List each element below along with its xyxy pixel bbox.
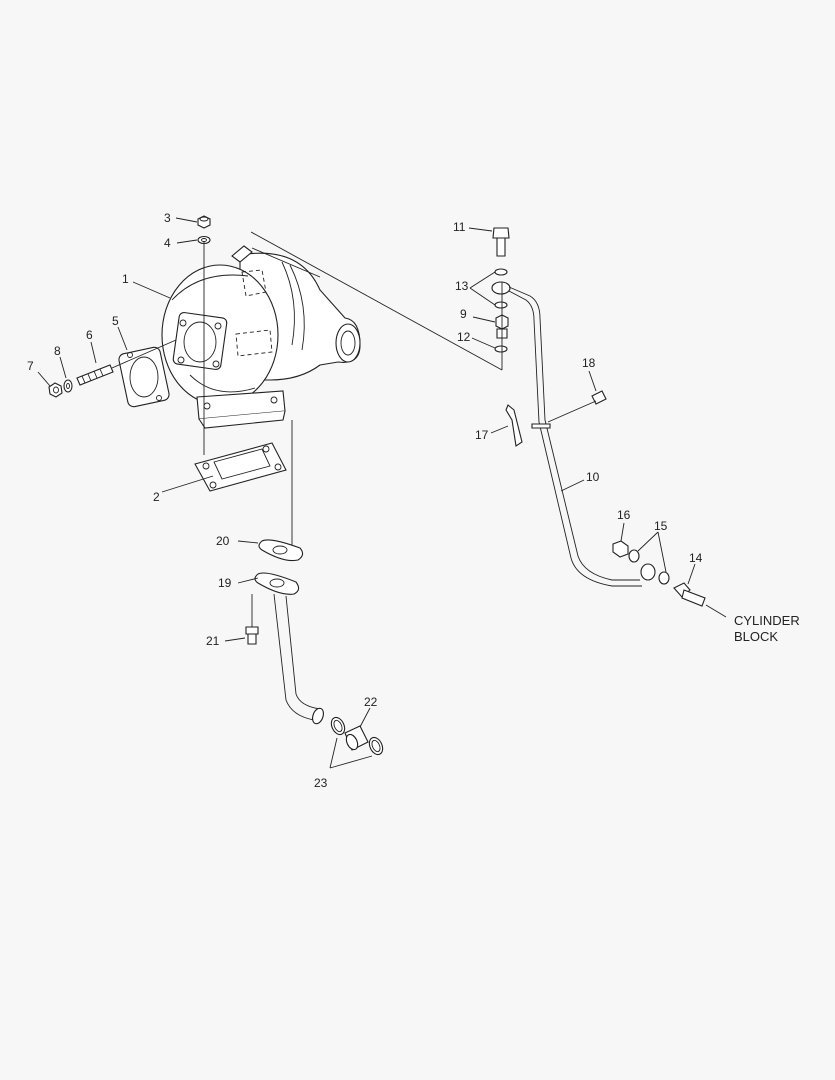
gasket-part-5 [118,346,170,408]
callout-9: 9 [460,307,467,321]
note-line-2: BLOCK [734,629,778,644]
gasket-part-2 [194,442,287,492]
callout-7: 7 [27,359,34,373]
callout-22: 22 [364,695,378,709]
nut-part-7 [48,382,63,398]
callout-17: 17 [475,428,489,442]
callout-labels: 1 2 3 4 5 6 7 8 9 10 11 12 13 14 15 16 1… [27,211,703,790]
callout-3: 3 [164,211,171,225]
callout-12: 12 [457,330,471,344]
note-line-1: CYLINDER [734,613,800,628]
connector-part-14 [673,582,706,607]
washer-part-15 [628,549,670,585]
callout-23: 23 [314,776,328,790]
callout-14: 14 [689,551,703,565]
nut-part-3 [197,215,211,229]
callout-11: 11 [453,220,466,234]
callout-13: 13 [455,279,469,293]
assembly-lines [111,231,503,627]
bolt-part-11 [492,227,510,257]
hose-part-22 [344,725,369,751]
callout-15: 15 [654,519,668,533]
turbocharger [161,245,361,429]
callout-4: 4 [164,236,171,250]
callout-21: 21 [206,634,220,648]
gasket-part-20 [258,539,304,562]
oil-feed-pipe-part-10 [491,281,656,587]
leader-lines [37,217,727,769]
callout-2: 2 [153,490,160,504]
clamp-part-23 [330,716,384,756]
oil-drain-pipe-part-19 [254,572,324,725]
callout-16: 16 [617,508,631,522]
callout-1: 1 [122,272,129,286]
nut-part-16 [612,540,629,558]
cylinder-block-note: CYLINDER BLOCK [734,613,800,644]
callout-18: 18 [582,356,596,370]
washer-part-8 [63,379,73,393]
bolt-part-21 [245,626,259,645]
callout-5: 5 [112,314,119,328]
clip-part-17 [505,404,551,447]
stud-part-6 [76,364,114,386]
callout-6: 6 [86,328,93,342]
callout-8: 8 [54,344,61,358]
washer-part-12 [494,345,508,353]
callout-10: 10 [586,470,600,484]
callout-19: 19 [218,576,232,590]
callout-20: 20 [216,534,230,548]
